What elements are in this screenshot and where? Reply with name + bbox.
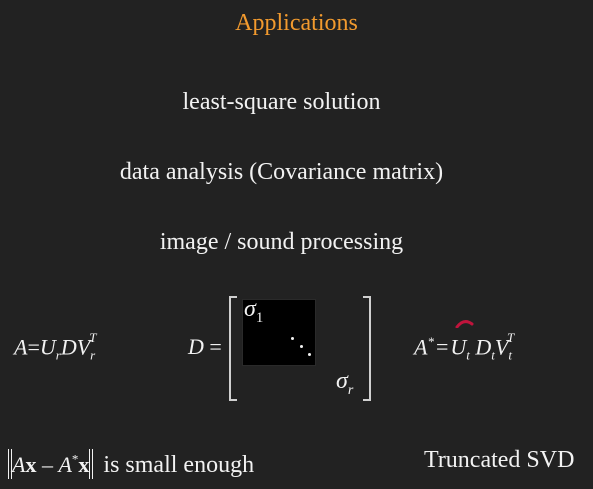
diagonal-dot-2 xyxy=(300,345,303,348)
eq-astar-u-sub: t xyxy=(466,347,470,363)
norm-a2-sup: * xyxy=(71,451,79,467)
eq-astar-v-sup: T xyxy=(506,330,515,345)
norm-left-bar xyxy=(8,449,12,479)
sigma-last-symbol: σ xyxy=(336,368,348,394)
slide-title: Applications xyxy=(235,10,358,36)
truncated-svd-label: Truncated SVD xyxy=(424,447,575,473)
eq-astar-v: V xyxy=(494,334,509,360)
eq-astar-lhs: A xyxy=(414,334,428,360)
matrix-left-bracket xyxy=(229,296,237,401)
eq-a-v-sub: r xyxy=(90,347,96,363)
sigma-first-sub: 1 xyxy=(255,309,264,326)
diagonal-dot-3 xyxy=(308,353,311,356)
bullet-least-square: least-square solution xyxy=(182,89,381,115)
norm-x1: x xyxy=(25,452,37,477)
equation-svd-reduced: A=UrDVrT xyxy=(14,330,96,364)
eq-a-d: D xyxy=(60,334,77,360)
eq-d-equals: = xyxy=(209,334,222,359)
sigma-last: σr xyxy=(336,368,353,399)
eq-a-equals: = xyxy=(27,334,40,360)
eq-a-lhs: A xyxy=(14,334,28,360)
sigma-first: σ1 xyxy=(244,296,263,327)
norm-minus: – xyxy=(41,452,53,477)
eq-a-v: V xyxy=(76,334,91,360)
norm-suffix: is small enough xyxy=(103,452,255,478)
eq-astar-u: U xyxy=(450,334,467,360)
eq-astar-lhs-sup: * xyxy=(427,334,434,349)
diagonal-dot-1 xyxy=(291,337,294,340)
sigma-last-sub: r xyxy=(347,382,354,398)
bullet-image-sound: image / sound processing xyxy=(159,229,404,255)
diagonal-highlight-box xyxy=(242,299,316,366)
sigma-first-symbol: σ xyxy=(244,296,256,322)
eq-a-u-sub: r xyxy=(55,347,61,363)
eq-a-u: U xyxy=(39,334,56,360)
matrix-right-bracket xyxy=(363,296,371,401)
eq-a-v-sup: T xyxy=(89,330,97,345)
eq-d-lhs: D xyxy=(188,334,204,359)
eq-astar-v-sub: t xyxy=(508,347,512,363)
hat-arc-icon xyxy=(455,320,474,328)
eq-astar-equals: = xyxy=(435,334,449,360)
norm-right-bar xyxy=(89,449,94,479)
equation-d-lhs: D = xyxy=(188,334,222,360)
norm-a: A xyxy=(12,452,26,477)
eq-astar-d-sub: t xyxy=(491,347,495,363)
norm-x2: x xyxy=(78,452,90,477)
norm-a2: A xyxy=(58,452,72,477)
bullet-data-analysis: data analysis (Covariance matrix) xyxy=(119,159,444,185)
eq-astar-d: D xyxy=(475,334,492,360)
equation-svd-truncated: A*=Ut DtVtT xyxy=(414,330,514,364)
